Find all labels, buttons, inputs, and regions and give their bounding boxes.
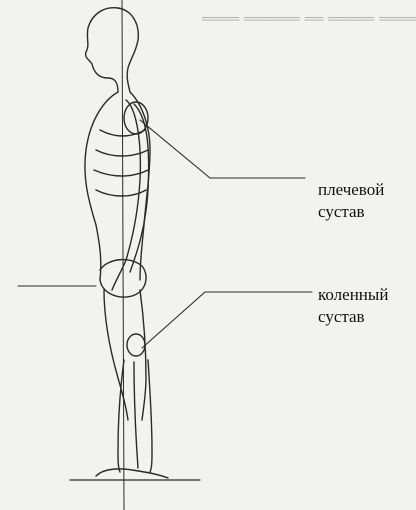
knee-pointer-line	[142, 292, 312, 348]
foot	[96, 469, 168, 478]
thigh	[104, 290, 128, 420]
knee-label-line1: коленный	[318, 285, 388, 305]
knee-joint	[127, 334, 145, 356]
torso-front	[85, 92, 118, 280]
knee-label-line2: сустав	[318, 307, 365, 327]
head-outline	[86, 8, 118, 92]
shoulder-label-line1: плечевой	[318, 180, 384, 200]
shoulder-label-line2: сустав	[318, 202, 365, 222]
shoulder-pointer-line	[140, 120, 305, 178]
vertical-axis-line	[122, 0, 124, 510]
